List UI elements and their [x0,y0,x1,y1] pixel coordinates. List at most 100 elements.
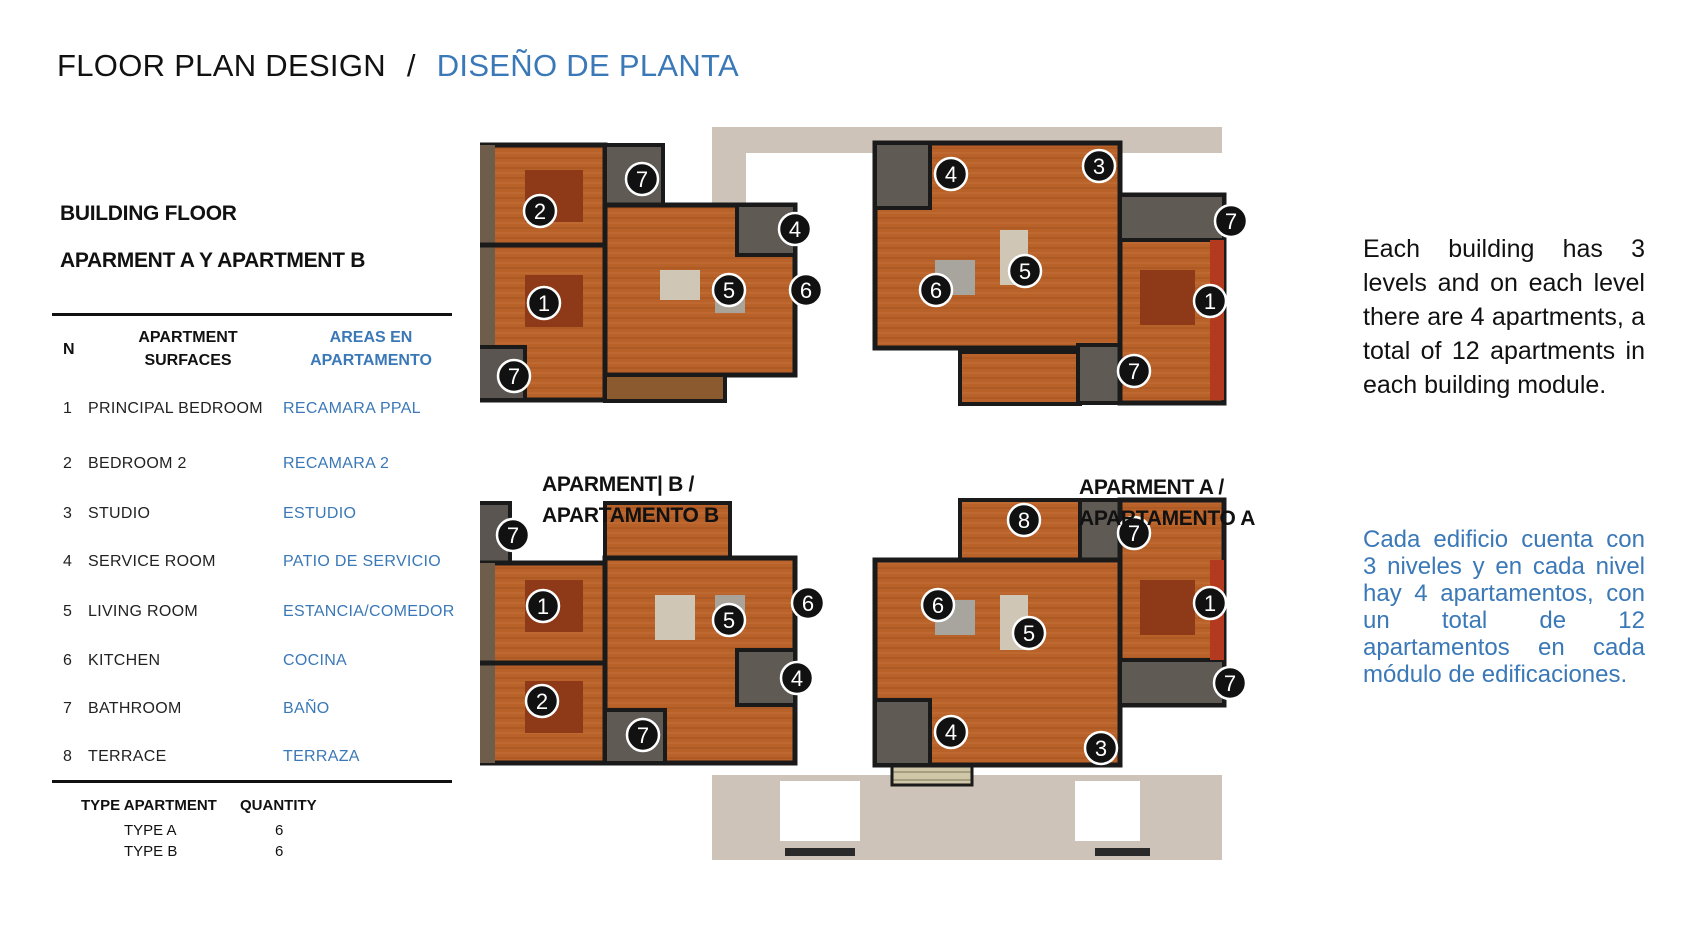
room-marker: 8 [1006,502,1042,538]
row-number: 5 [63,603,73,620]
apartment-b-label-line2: APARTAMENTO B [542,504,719,527]
row-area: PATIO DE SERVICIO [283,553,442,570]
room-marker-number: 3 [1095,736,1107,761]
room-marker-number: 7 [507,523,519,548]
apartment-b-label: APARMENT| B / APARTAMENTO B [542,469,719,531]
row-number: 8 [63,748,73,765]
room-marker: 1 [525,588,561,624]
apartments-heading: APARMENT A Y APARTMENT B [60,249,366,272]
room-marker-number: 1 [538,291,550,316]
type-table-header-type: TYPE APARTMENT [81,797,217,814]
type-table-type: TYPE A [124,822,177,839]
table-header-areas: AREAS EN APARTAMENTO [296,326,446,372]
room-marker: 6 [790,585,826,621]
row-area: TERRAZA [283,748,360,765]
room-marker-number: 7 [637,723,649,748]
table-row: 4 SERVICE ROOM PATIO DE SERVICIO [0,553,470,575]
row-number: 1 [63,400,73,417]
row-number: 2 [63,455,73,472]
room-marker: 7 [624,161,660,197]
row-area: ESTUDIO [283,505,357,522]
room-marker: 5 [711,272,747,308]
room-marker-number: 6 [800,278,812,303]
row-area: ESTANCIA/COMEDOR [283,603,455,620]
room-marker-number: 6 [802,591,814,616]
room-marker-number: 1 [1204,591,1216,616]
courtyard [1075,781,1140,841]
walkway [712,127,746,212]
courtyard [780,781,860,841]
row-surface: BEDROOM 2 [88,455,187,472]
table-bottom-rule [52,780,452,783]
table-row: 8 TERRACE TERRAZA [0,748,470,770]
room-marker: 1 [1192,283,1228,319]
table-row: 7 BATHROOM BAÑO [0,700,470,722]
type-table-quantity: 6 [275,843,284,860]
room-marker: 3 [1083,730,1119,766]
room-marker-number: 4 [791,666,803,691]
row-surface: TERRACE [88,748,167,765]
room-marker: 1 [526,285,562,321]
room-marker-number: 5 [1023,621,1035,646]
room-marker: 5 [711,602,747,638]
room-marker-number: 4 [789,217,801,242]
bench [1095,848,1150,856]
room-marker-number: 7 [1128,359,1140,384]
apartment-a-label-line1: APARMENT A / [1079,476,1224,499]
room-marker-number: 8 [1018,508,1030,533]
room-marker-number: 7 [636,167,648,192]
row-area: RECAMARA PPAL [283,400,421,417]
room-marker-number: 5 [1019,259,1031,284]
room-marker: 7 [625,717,661,753]
building-floor-heading: BUILDING FLOOR [60,202,237,225]
table-header-surfaces: APARTMENT SURFACES [118,326,258,372]
room-marker-number: 4 [945,162,957,187]
apartment-a-bottom [872,497,1227,768]
room-marker: 7 [1116,353,1152,389]
row-number: 6 [63,652,73,669]
row-area: COCINA [283,652,348,669]
room-marker-number: 2 [536,689,548,714]
table-row: 6 KITCHEN COCINA [0,652,470,674]
room-marker: 6 [788,272,824,308]
room-marker: 7 [496,358,532,394]
apartment-a-top [872,140,1227,406]
row-number: 4 [63,553,73,570]
table-header-surfaces-line2: SURFACES [144,352,232,369]
title-english: FLOOR PLAN DESIGN [57,48,386,83]
room-marker-number: 4 [945,720,957,745]
room-marker: 7 [1116,515,1152,551]
title-separator: / [406,48,416,83]
room-marker-number: 6 [932,593,944,618]
room-marker: 2 [522,193,558,229]
room-marker: 6 [920,587,956,623]
room-marker-number: 1 [537,594,549,619]
row-surface: LIVING ROOM [88,603,198,620]
room-marker-number: 3 [1093,154,1105,179]
row-surface: BATHROOM [88,700,182,717]
type-table-quantity: 6 [275,822,284,839]
table-header-n: N [63,341,75,358]
room-marker: 3 [1081,148,1117,184]
room-marker-number: 6 [930,278,942,303]
type-table-header-quantity: QUANTITY [240,797,317,814]
table-top-rule [52,313,452,316]
table-row: 2 BEDROOM 2 RECAMARA 2 [0,455,470,477]
room-marker: 7 [1213,203,1249,239]
room-marker: 2 [524,683,560,719]
row-number: 3 [63,505,73,522]
room-marker-number: 5 [723,278,735,303]
room-marker: 5 [1011,615,1047,651]
row-surface: PRINCIPAL BEDROOM [88,400,263,417]
room-marker-number: 5 [723,608,735,633]
row-surface: STUDIO [88,505,151,522]
room-marker-number: 7 [1224,671,1236,696]
table-row: 3 STUDIO ESTUDIO [0,505,470,527]
table-header-areas-line2: APARTAMENTO [310,352,432,369]
room-marker: 5 [1007,253,1043,289]
row-number: 7 [63,700,73,717]
room-marker-number: 7 [1128,521,1140,546]
room-marker: 7 [495,517,531,553]
table-row: 5 LIVING ROOM ESTANCIA/COMEDOR [0,603,470,625]
room-marker: 7 [1212,665,1248,701]
